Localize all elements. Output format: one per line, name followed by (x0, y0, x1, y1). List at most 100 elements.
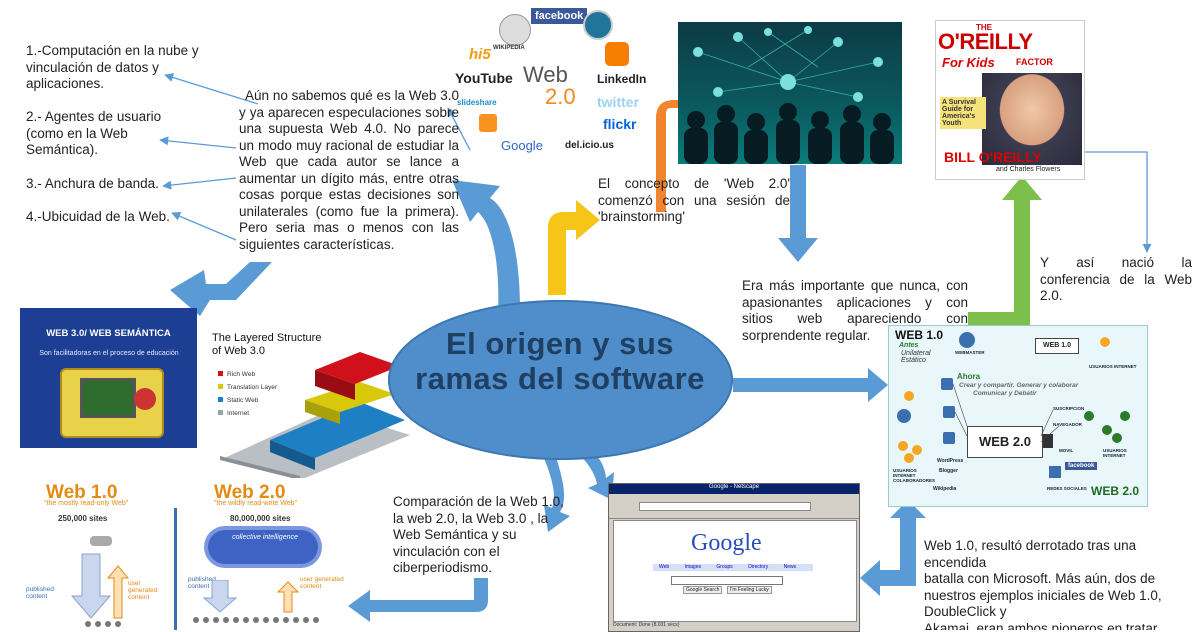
youtube-logo: YouTube (455, 70, 513, 86)
cmp-w2-people (193, 580, 319, 623)
google-tab-directory: Directory (748, 564, 769, 570)
cmp-w2-sub: "the wildly read-write Web" (214, 500, 298, 507)
cmp-w1-sub: "the mostly read-only Web" (44, 500, 129, 507)
w12-ahora: Ahora (957, 372, 981, 381)
w12-usuarios-label: USUARIOS INTERNET (1089, 364, 1137, 369)
google-tab-news: News (783, 564, 797, 570)
w12-blogger-label: Blogger (939, 468, 958, 474)
web3-slide: WEB 3.0/ WEB SEMÁNTICA Son facilitadoras… (20, 308, 197, 448)
arrow-down-important (778, 165, 818, 262)
slide3-subtitle: Son facilitadoras en el proceso de educa… (39, 350, 179, 357)
flickr-logo: flickr (603, 116, 637, 132)
legend-translation-layer: Translation Layer (218, 381, 277, 394)
w12-webmaster-label: WEBMASTER (955, 350, 985, 355)
list-pointer-1 (164, 73, 259, 105)
cmp-w2-right-label: user generated content (300, 576, 344, 590)
w12-browser-label: NAVEGADOR (1053, 422, 1082, 427)
list-pointer-2 (159, 136, 237, 149)
w12-wikipedia-label: Wikipedia (933, 486, 957, 492)
slide3-title: WEB 3.0/ WEB SEMÁNTICA (46, 328, 171, 339)
list-pointer-3 (162, 177, 237, 190)
book-author-photo (982, 73, 1082, 165)
w12-box1: WEB 1.0 (1035, 338, 1079, 354)
layered-legend: Rich Web Translation Layer Static Web In… (218, 368, 277, 420)
legend-static-web: Static Web (218, 394, 277, 407)
w12-web1-label: WEB 1.0 (895, 328, 944, 342)
arrow-to-compare-image (348, 578, 488, 622)
legend-internet: Internet (218, 407, 277, 420)
facebook-logo: facebook (531, 8, 588, 24)
w12-users2-label: USUARIOS INTERNET (1103, 448, 1127, 458)
wikipedia-logo (499, 14, 531, 46)
book-coauthor: and Charles Flowers (996, 166, 1061, 173)
google-logo-small: Google (501, 138, 543, 153)
google-addressbar (639, 502, 811, 511)
book-subtitle: For Kids (942, 55, 995, 70)
cmp-w1-sites: 250,000 sites (58, 514, 108, 523)
book-blurb: A Survival Guide for America's Youth (940, 97, 986, 129)
important-paragraph: Era más importante que nunca, con apasio… (742, 278, 968, 343)
google-statusbar: Document: Done (8.031 secs) (613, 622, 680, 628)
web1-paragraph-line-2: batalla con Microsoft. Más aún, dos de n… (924, 571, 1162, 619)
google-search-box (671, 576, 783, 585)
cmp-w1-node-icon (90, 536, 112, 546)
arrow-orange (656, 90, 690, 212)
w12-mobile-label: MOVIL (1059, 448, 1074, 453)
web1-web2-comparison-image: Web 1.0 "the mostly read-only Web" 250,0… (18, 478, 348, 630)
cmp-w1-title: Web 1.0 (46, 482, 118, 503)
rss-icon (479, 114, 497, 132)
conference-paragraph: Y así nació la conferencia de la Web 2.0… (1040, 255, 1192, 303)
google-logo: Google (691, 530, 762, 556)
arrow-green-book (968, 176, 1042, 326)
google-page (613, 520, 857, 622)
cmp-w2-cloud (208, 530, 318, 564)
w12-webmaster-icon (959, 332, 975, 348)
cmp-w1-left-label: published content (26, 586, 54, 600)
w12-antes: Antes (899, 342, 919, 349)
w12-social-label: REDES SOCIALES (1047, 486, 1087, 491)
twitter-logo: twitter (597, 94, 639, 110)
delicious-logo: del.icio.us (565, 140, 614, 151)
google-tab-web: Web (659, 564, 670, 570)
linkedin-logo: LinkedIn (597, 72, 647, 86)
book-author: BILL O'REILLY (944, 149, 1042, 165)
list-item-2: 2.- Agentes de usuario (como en la Web S… (26, 109, 162, 157)
center-ellipse (388, 300, 733, 460)
google-tab-images: Images (684, 564, 701, 570)
cmp-w2-cloud-label: collective intelligence (232, 534, 298, 541)
logo-pointer (447, 107, 471, 151)
arrow-to-intro (452, 180, 520, 312)
cmp-w2-left-label: published content (188, 576, 216, 590)
w12-box2: WEB 2.0 (967, 426, 1043, 458)
arrow-google-web12 (860, 500, 926, 596)
book-connector (1083, 151, 1152, 253)
hi5-logo: hi5 (469, 46, 491, 63)
w12-users-icon (1095, 330, 1115, 354)
wordpress-logo (583, 10, 613, 40)
center-title: El origen y sus ramas del software (415, 326, 705, 396)
w12-wordpress-label: WordPress (937, 458, 964, 464)
w12-web2-label: WEB 2.0 (1091, 484, 1140, 498)
layered-structure-diagram: The Layered Structure of Web 3.0 Rich We… (210, 330, 420, 480)
list-item-4: 4.-Ubicuidad de la Web. (26, 209, 170, 224)
w12-subscription-label: SUSCRIPCION (1053, 406, 1085, 411)
web1-web2-diagram: WEB 1.0 Antes Unilateral Estático WEBMAS… (888, 325, 1148, 507)
web1-paragraph: Web 1.0, resultó derrotado tras una ence… (924, 538, 1196, 630)
w12-comunicar: Comunicar y Debatir (973, 390, 1037, 397)
google-window-title: Google - Netscape (709, 484, 760, 490)
brainstorming-image (678, 22, 902, 164)
w12-facebook-badge: facebook (1065, 462, 1098, 470)
google-search-button: Google Search (683, 586, 723, 594)
list-pointer-4 (171, 211, 237, 241)
web-label: Web (523, 62, 568, 87)
google-tab-groups: Groups (716, 564, 733, 570)
arrow-to-concept (548, 200, 600, 295)
cmp-w2-title: Web 2.0 (214, 482, 286, 503)
blogger-logo (605, 42, 629, 66)
google-netscape-screenshot: Google - Netscape Google Web Images Grou… (608, 483, 860, 632)
slide3-illustration (60, 368, 164, 438)
list-item-3: 3.- Anchura de banda. (26, 176, 159, 191)
book-title-the: THE (976, 23, 992, 32)
web1-paragraph-line-1: Web 1.0, resultó derrotado tras una ence… (924, 538, 1137, 570)
w12-crear: Crear y compartir. Generar y colaborar (959, 382, 1079, 389)
